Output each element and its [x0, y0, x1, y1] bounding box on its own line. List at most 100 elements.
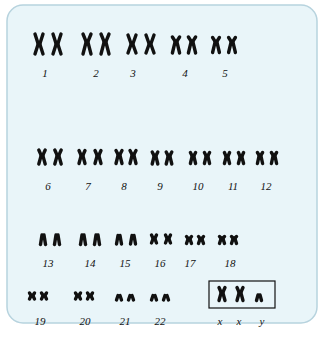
chromatid [131, 236, 133, 245]
chromatid [223, 238, 225, 243]
chromatid [202, 239, 204, 244]
chromatid [129, 296, 131, 301]
chromatid [146, 44, 149, 53]
chromatid [43, 155, 45, 164]
chromatid [177, 41, 180, 53]
chromatid [257, 295, 259, 301]
chromosome-number: 8 [121, 180, 127, 192]
chromatid [53, 44, 56, 54]
chromatid [152, 296, 154, 301]
chromatid [76, 296, 78, 299]
chromatid [172, 41, 175, 53]
chromatid [219, 293, 221, 301]
chromatid [232, 238, 234, 243]
chromatid [257, 155, 259, 163]
chromatid [134, 236, 136, 245]
chromatid [44, 235, 46, 245]
chromatid [190, 156, 192, 163]
chromatid [217, 42, 220, 53]
chromosome-number: 15 [120, 257, 131, 269]
chromatid [152, 239, 154, 244]
chromosome-number: 20 [80, 315, 91, 327]
panel [7, 5, 317, 323]
chromosome-number: 22 [155, 315, 166, 327]
chromosome-number: 4 [182, 67, 188, 79]
chromatid [155, 239, 157, 244]
chromatid [98, 235, 100, 245]
chromatid [42, 296, 44, 299]
chromosome-number: 6 [45, 180, 51, 192]
chromatid [58, 235, 60, 245]
chromatid [128, 44, 131, 53]
chromatid [79, 156, 81, 164]
chromatid [120, 296, 122, 301]
chromatid [41, 235, 43, 245]
chromatid [233, 42, 236, 53]
chromatid [59, 155, 61, 164]
chromatid [130, 155, 132, 164]
chromatid [120, 155, 122, 164]
chromatid [117, 236, 119, 245]
chromatid [155, 296, 157, 301]
chromatid [204, 156, 206, 163]
chromosome-number: 19 [35, 315, 46, 327]
chromatid [35, 44, 38, 54]
chromosome-number: 13 [43, 257, 54, 269]
chromatid [55, 155, 57, 164]
chromatid [106, 42, 109, 54]
chromosome-number: 3 [130, 67, 136, 79]
chromatid [166, 239, 168, 244]
chromatid [275, 155, 277, 163]
chromatid [134, 155, 136, 164]
chromatid [117, 296, 119, 301]
chromosome-number: 14 [85, 257, 96, 269]
chromosome-number: x [218, 315, 223, 327]
chromatid [45, 296, 47, 299]
chromosome-number: 2 [93, 67, 99, 79]
chromatid [199, 239, 201, 244]
chromatid [241, 293, 243, 301]
chromatid [228, 157, 230, 164]
chromatid [164, 296, 166, 301]
chromatid [194, 156, 196, 163]
chromatid [188, 41, 191, 53]
chromatid [33, 296, 35, 299]
chromatid [271, 155, 273, 163]
chromatid [55, 235, 57, 245]
chromatid [242, 157, 244, 164]
chromatid [83, 156, 85, 164]
chromatid [39, 155, 41, 164]
chromatid [169, 239, 171, 244]
chromatid [116, 155, 118, 164]
chromosome-number: 1 [42, 67, 48, 79]
chromosome-number: 5 [222, 67, 228, 79]
chromatid [237, 293, 239, 301]
chromosome-number: 11 [228, 180, 238, 192]
chromatid [238, 157, 240, 164]
chromatid [101, 42, 104, 54]
chromatid [187, 239, 189, 244]
chromatid [156, 156, 158, 164]
chromatid [132, 296, 134, 301]
chromatid [190, 239, 192, 244]
chromatid [261, 155, 263, 163]
chromatid [81, 235, 83, 245]
chromatid [166, 156, 168, 164]
chromatid [224, 157, 226, 164]
chromatid [84, 235, 86, 245]
chromatid [91, 296, 93, 299]
chromatid [223, 293, 225, 301]
chromatid [213, 42, 216, 53]
chromatid [79, 296, 81, 299]
chromatid [40, 44, 43, 54]
chromosome-number: 17 [185, 257, 196, 269]
chromosome-number: 21 [120, 315, 131, 327]
chromatid [83, 42, 86, 54]
chromatid [99, 156, 101, 164]
sex-chromosome-box [209, 281, 275, 308]
chromatid [229, 42, 232, 53]
chromatid [170, 156, 172, 164]
chromatid [260, 295, 262, 301]
